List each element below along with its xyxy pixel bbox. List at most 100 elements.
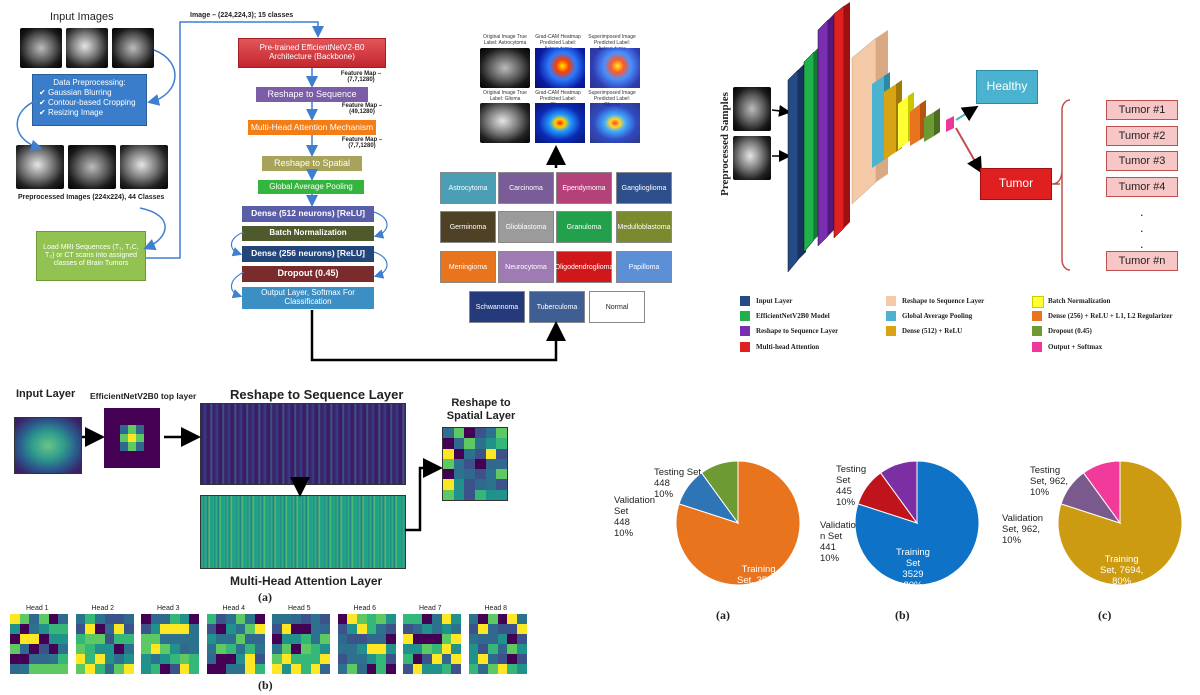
reshape-seq-label: Reshape to Sequence Layer xyxy=(230,387,404,402)
grid-cell xyxy=(120,433,128,443)
grid-cell xyxy=(206,664,217,674)
grid-cell xyxy=(356,614,367,624)
grid-cell xyxy=(487,624,498,634)
grid-cell xyxy=(320,664,330,674)
preprocessing-step: ✔ Gaussian Blurring xyxy=(39,88,112,97)
grid-cell xyxy=(94,614,105,624)
legend-label: Batch Normalization xyxy=(1048,297,1111,305)
grid-cell xyxy=(422,614,432,624)
pie-label-line: Set, 3583, xyxy=(737,574,781,586)
head-label: Head 5 xyxy=(288,605,311,612)
grid-cell xyxy=(128,459,136,468)
grid-cell xyxy=(19,664,30,674)
grid-cell xyxy=(58,634,68,644)
grid-cell xyxy=(507,634,517,644)
preprocessing-title: Data Preprocessing: xyxy=(53,78,126,87)
grid-cell xyxy=(10,644,20,654)
grid-cell xyxy=(225,664,236,674)
grid-cell xyxy=(75,624,86,634)
grid-cell xyxy=(475,489,486,500)
grid-cell xyxy=(120,450,128,460)
grid-cell xyxy=(366,624,377,634)
pie-label-line: Validation xyxy=(1002,513,1044,524)
layer-input xyxy=(787,69,799,273)
grid-cell xyxy=(150,624,161,634)
head-map xyxy=(468,614,527,674)
head-map xyxy=(272,614,330,674)
gradcam-superimposed xyxy=(590,103,640,143)
grid-cell xyxy=(301,614,311,624)
pie-label-line: 10% xyxy=(614,527,634,539)
pie-label-line: 80% xyxy=(1112,575,1132,587)
mha-map xyxy=(200,495,406,569)
grid-cell xyxy=(487,664,498,674)
grid-cell xyxy=(301,624,311,634)
preprocessed-mri-3 xyxy=(120,145,168,189)
grid-cell xyxy=(189,634,199,644)
tumor-item: Tumor #n xyxy=(1106,251,1178,271)
image-shape-label: Image – (224,224,3); 15 classes xyxy=(190,12,294,19)
feature-map-2: Feature Map – (49,1280) xyxy=(341,103,383,115)
grid-cell xyxy=(136,425,144,434)
grid-cell xyxy=(216,664,226,674)
grid-cell xyxy=(453,458,465,470)
grid-cell xyxy=(39,644,49,654)
grid-cell xyxy=(120,442,128,451)
grid-cell xyxy=(507,614,517,624)
grid-cell xyxy=(451,634,461,644)
grid-cell xyxy=(347,644,357,654)
grid-cell xyxy=(160,664,170,674)
layer-output xyxy=(946,116,954,132)
class-box-papilloma: Papilloma xyxy=(616,251,672,283)
grid-cell xyxy=(496,458,507,470)
pie-caption: (c) xyxy=(1098,608,1112,622)
grid-cell xyxy=(48,624,59,634)
grid-cell xyxy=(85,624,95,634)
efficientnet-featuremap xyxy=(104,408,160,468)
grid-cell xyxy=(179,624,190,634)
pie-label-line: Validation xyxy=(614,495,656,506)
grid-cell xyxy=(123,664,134,674)
grid-cell xyxy=(170,664,180,674)
grid-cell xyxy=(291,664,301,674)
grid-cell xyxy=(58,654,68,664)
layer-reshape-seq xyxy=(817,19,829,247)
grid-cell xyxy=(114,644,124,654)
grid-cell xyxy=(104,624,115,634)
grid-cell xyxy=(453,469,465,480)
grid-cell xyxy=(245,634,255,644)
panel-a-arrows xyxy=(16,21,566,362)
grid-cell xyxy=(385,624,396,634)
reshape-seq-box: Reshape to Sequence xyxy=(256,87,368,102)
grid-cell xyxy=(403,624,413,634)
grid-cell xyxy=(443,489,454,500)
grid-cell xyxy=(141,634,151,644)
grid-cell xyxy=(235,614,246,624)
grid-cell xyxy=(432,654,442,664)
grid-cell xyxy=(48,654,59,664)
panel-c-arrows xyxy=(82,427,443,532)
grid-cell xyxy=(347,654,357,664)
head-label: Head 8 xyxy=(484,605,508,612)
grid-cell xyxy=(443,438,454,449)
grid-cell xyxy=(468,664,479,674)
grid-cell xyxy=(376,614,386,624)
grid-cell xyxy=(487,644,498,654)
legend-label: Reshape to Sequence Layer xyxy=(756,327,839,335)
grid-cell xyxy=(443,448,454,459)
grid-cell xyxy=(347,664,357,674)
pie-label-line: Set, 962, xyxy=(1002,523,1041,535)
legend-label: EfficientNetV2B0 Model xyxy=(756,312,830,320)
grid-cell xyxy=(152,408,160,417)
grid-cell xyxy=(39,664,49,674)
grid-cell xyxy=(496,469,507,480)
gradcam-title: Original Image True Label: Glioma xyxy=(483,90,527,102)
grid-cell xyxy=(453,448,465,459)
preprocessing-step: ✔ Contour-based Cropping xyxy=(39,98,136,107)
grid-cell xyxy=(254,634,265,644)
preprocessed-label: Preprocessed Images (224x224), 44 Classe… xyxy=(18,194,165,201)
